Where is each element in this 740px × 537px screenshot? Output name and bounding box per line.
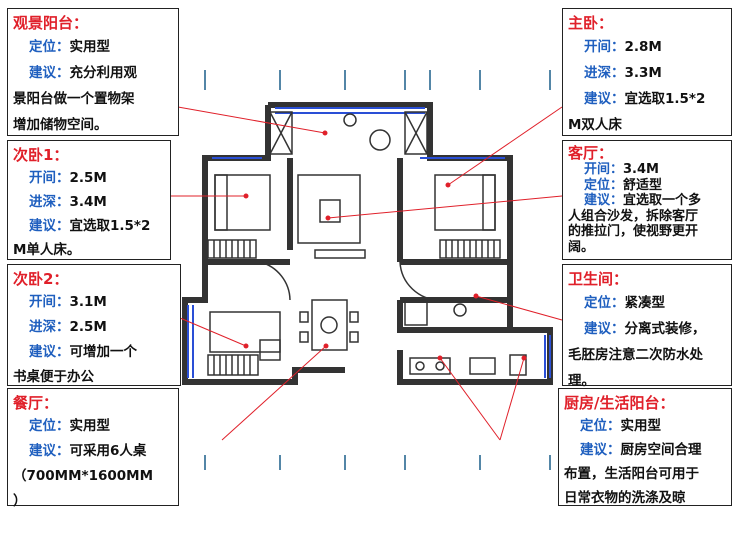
value-position: 舒适型 [623,177,663,193]
label-width: 开间： [584,162,624,177]
value-suggestion-1: 宜选取1.5*2 [624,91,706,107]
value-suggestion-2: 人组合沙发，拆除客厅 [568,208,699,224]
note-title: 次卧2： [13,270,69,288]
note-second-bedroom-1: 次卧1： 开间：2.5M 进深：3.4M 建议：宜选取1.5*2 M单人床。 [7,140,171,260]
value-position: 实用型 [69,418,111,434]
value-depth: 3.4M [69,194,107,210]
value-width: 2.5M [69,170,107,186]
leader-lines [170,106,563,441]
label-position: 定位： [584,177,624,193]
label-depth: 进深： [584,65,625,81]
value-suggestion-2: 布置，生活阳台可用于 [564,466,699,482]
note-title: 主卧： [568,14,614,32]
label-suggestion: 建议： [584,321,625,337]
label-suggestion: 建议： [584,91,625,107]
note-bathroom: 卫生间： 定位：紧凑型 建议：分离式装修， 毛胚房注意二次防水处 理。 [562,264,732,389]
label-suggestion: 建议： [29,218,70,234]
label-position: 定位： [584,295,625,311]
walls [182,102,553,385]
label-position: 定位： [29,39,70,55]
label-suggestion: 建议： [580,442,621,458]
dimension-lines [204,70,551,470]
label-width: 开间： [584,39,625,55]
label-width: 开间： [29,294,70,310]
note-balcony-view: 观景阳台： 定位：实用型 建议：充分利用观 景阳台做一个置物架 增加储物空间。 [7,8,179,136]
note-title: 观景阳台： [13,14,89,32]
value-suggestion-1: 充分利用观 [69,65,138,81]
label-position: 定位： [29,418,70,434]
value-suggestion-2: 书桌便于办公 [13,369,94,385]
value-suggestion-2: （700MM*1600MM [13,468,154,484]
value-position: 紧凑型 [624,295,666,311]
furniture [207,111,527,376]
value-suggestion-2: M单人床。 [13,242,81,258]
value-suggestion-1: 宜选取一个多 [623,193,702,208]
windows [187,107,551,378]
value-suggestion-1: 分离式装修， [624,321,706,337]
value-position: 实用型 [620,418,662,434]
note-title: 厨房/生活阳台： [564,394,675,412]
value-width: 3.1M [69,294,107,310]
label-depth: 进深： [29,194,70,210]
note-title: 餐厅： [13,394,59,412]
label-suggestion: 建议： [584,193,624,208]
value-position: 实用型 [69,39,111,55]
value-suggestion-1: 可采用6人桌 [69,443,147,459]
label-depth: 进深： [29,319,70,335]
label-suggestion: 建议： [29,65,70,81]
value-suggestion-1: 厨房空间合理 [620,442,702,458]
note-kitchen: 厨房/生活阳台： 定位：实用型 建议：厨房空间合理 布置，生活阳台可用于 日常衣… [558,388,732,506]
value-suggestion-1: 可增加一个 [69,344,138,360]
value-width: 2.8M [624,39,662,55]
note-title: 客厅： [568,144,614,162]
label-suggestion: 建议： [29,443,70,459]
note-master-bedroom: 主卧： 开间：2.8M 进深：3.3M 建议：宜选取1.5*2 M双人床 [562,8,732,136]
value-suggestion-3: 的推拉门，使视野更开 [568,224,699,239]
note-living-room: 客厅： 开间：3.4M 定位：舒适型 建议：宜选取一个多 人组合沙发，拆除客厅 … [562,140,732,260]
label-suggestion: 建议： [29,344,70,360]
note-second-bedroom-2: 次卧2： 开间：3.1M 进深：2.5M 建议：可增加一个 书桌便于办公 [7,264,181,386]
value-suggestion-3: ） [13,493,27,509]
value-width: 3.4M [623,162,659,177]
value-suggestion-4: 阔。 [568,239,595,255]
note-title: 次卧1： [13,146,69,164]
value-suggestion-2: 毛胚房注意二次防水处 [568,347,703,363]
note-title: 卫生间： [568,270,629,288]
value-suggestion-2: M双人床 [568,117,622,133]
value-depth: 2.5M [69,319,107,335]
value-depth: 3.3M [624,65,662,81]
label-width: 开间： [29,170,70,186]
value-suggestion-3: 理。 [568,373,595,389]
value-suggestion-3: 日常衣物的洗涤及晾 [564,490,686,506]
label-position: 定位： [580,418,621,434]
note-dining: 餐厅： 定位：实用型 建议：可采用6人桌 （700MM*1600MM ） [7,388,179,509]
value-suggestion-1: 宜选取1.5*2 [69,218,151,234]
value-suggestion-2: 景阳台做一个置物架 [13,91,135,107]
value-suggestion-3: 增加储物空间。 [13,117,108,133]
